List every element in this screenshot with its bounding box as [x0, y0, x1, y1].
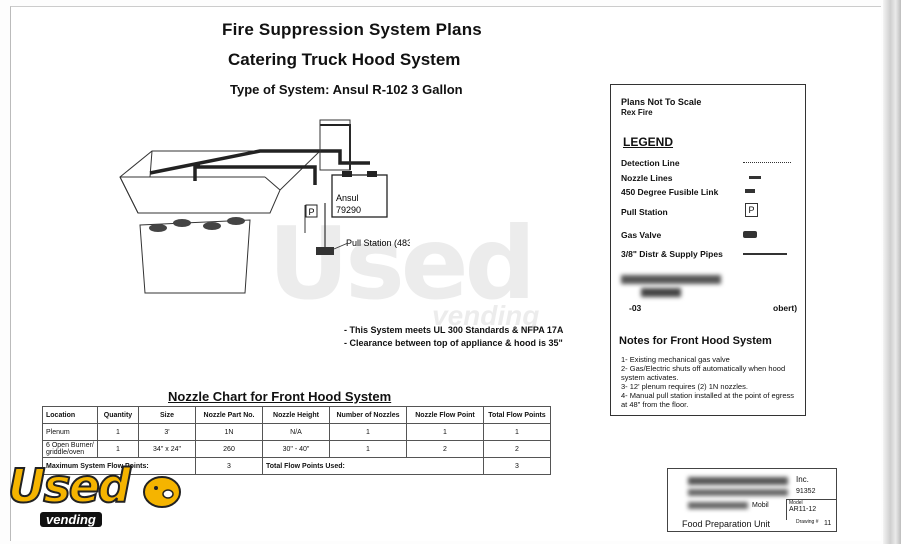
tank-number: 79290	[336, 205, 361, 215]
model-value: AR11-12	[789, 506, 817, 513]
model-cell: Model AR11-12	[786, 499, 837, 520]
gas-valve-icon	[316, 247, 334, 255]
cell: 260	[195, 440, 263, 458]
legend-fusible-link: 450 Degree Fusible Link	[621, 187, 719, 197]
note-item: 2- Gas/Electric shuts off automatically …	[621, 364, 786, 382]
cell: 1	[406, 423, 484, 441]
redacted-company	[688, 477, 788, 485]
col-height: Nozzle Height	[262, 406, 330, 424]
cell: 3'	[138, 423, 196, 441]
standard-note: - This System meets UL 300 Standards & N…	[344, 325, 564, 335]
drawing-label: Drawing #	[796, 519, 819, 525]
table-header-row: Location Quantity Size Nozzle Part No. N…	[42, 406, 551, 424]
tank-label: Ansul	[336, 193, 359, 203]
model-label: Model	[789, 500, 803, 506]
cell: 1N	[195, 423, 263, 441]
col-quantity: Quantity	[97, 406, 139, 424]
cell: N/A	[262, 423, 330, 441]
redacted-line	[688, 502, 748, 509]
pull-station-icon: P	[745, 203, 758, 217]
burner-icon	[203, 222, 221, 230]
note-item: 3- 12' plenum requires (2) 1N nozzles.	[621, 382, 748, 391]
fusible-link-icon	[194, 163, 200, 167]
legend-detection-line: Detection Line	[621, 158, 680, 168]
col-total-flow: Total Flow Points	[483, 406, 551, 424]
redacted-phone: -03	[629, 303, 642, 313]
gas-valve-icon	[743, 231, 757, 238]
note-item: 1- Existing mechanical gas valve	[621, 355, 730, 364]
hood-diagram: Ansul 79290 P Pull Station (4835)	[119, 119, 410, 294]
system-type: Type of System: Ansul R-102 3 Gallon	[230, 82, 463, 97]
cell: 1	[329, 423, 407, 441]
cell: 30" - 40"	[262, 440, 330, 458]
appliance	[139, 219, 251, 294]
cell: 1	[97, 423, 139, 441]
col-num-nozzles: Number of Nozzles	[329, 406, 407, 424]
cell: 2	[406, 440, 484, 458]
burner-icon	[227, 217, 245, 225]
nozzle-chart-table: Location Quantity Size Nozzle Part No. N…	[42, 406, 551, 475]
nozzle-pipe	[193, 165, 317, 185]
drawing-number: 11	[824, 520, 832, 527]
watermark-sub: vending	[432, 300, 540, 331]
unit-name: Food Preparation Unit	[682, 519, 771, 529]
cell: 34" x 24"	[138, 440, 196, 458]
legend-heading: LEGEND	[623, 135, 674, 149]
mobile-label: Mobil	[752, 502, 769, 509]
vending-logo-text: vending	[40, 512, 102, 527]
redacted-address	[688, 489, 788, 496]
notes-list: 1- Existing mechanical gas valve 2- Gas/…	[621, 355, 796, 409]
col-size: Size	[138, 406, 196, 424]
pull-station-icon	[305, 204, 318, 218]
piggy-bank-icon	[143, 476, 181, 508]
ansul-tank	[331, 174, 388, 218]
col-part: Nozzle Part No.	[195, 406, 263, 424]
legend-pull-station: Pull Station	[621, 207, 668, 217]
used-vending-logo: Used	[7, 458, 132, 514]
pipe-icon	[743, 253, 787, 255]
legend-nozzle-lines: Nozzle Lines	[621, 173, 673, 183]
scale-note: Plans Not To Scale	[621, 97, 702, 107]
total-flow-label: Total Flow Points Used:	[262, 457, 484, 475]
legend-gas-valve: Gas Valve	[621, 230, 662, 240]
fusible-link-icon	[745, 189, 755, 193]
notes-title: Notes for Front Hood System	[619, 335, 772, 347]
cell: 6 Open Burner/ griddle/oven	[42, 440, 98, 458]
clearance-note: - Clearance between top of appliance & h…	[344, 338, 563, 348]
svg-text:P: P	[309, 207, 315, 217]
pull-station-callout: Pull Station (4835)	[346, 238, 410, 248]
cell: Plenum	[42, 423, 98, 441]
cell: 1	[329, 440, 407, 458]
page-edge	[883, 0, 901, 544]
company-name: Rex Fire	[621, 108, 653, 117]
note-item: 4- Manual pull station installed at the …	[621, 391, 795, 409]
redacted-address	[621, 275, 721, 284]
table-summary-row: Maximum System Flow Points: 3 Total Flow…	[42, 457, 551, 475]
legend-pipes: 3/8" Distr & Supply Pipes	[621, 249, 723, 259]
nozzle-chart-title: Nozzle Chart for Front Hood System	[168, 389, 392, 404]
nozzle-icon	[749, 176, 761, 179]
legend-panel: Plans Not To Scale Rex Fire LEGEND Detec…	[610, 84, 806, 416]
max-flow-value: 3	[195, 457, 263, 475]
detection-line-icon	[743, 162, 791, 163]
redacted-contact: obert)	[773, 303, 798, 313]
page-subtitle: Catering Truck Hood System	[228, 50, 461, 69]
watermark-logo: Used	[268, 205, 536, 322]
col-flow-point: Nozzle Flow Point	[406, 406, 484, 424]
redacted-address	[641, 288, 681, 297]
burner-icon	[173, 219, 191, 227]
cell: 1	[97, 440, 139, 458]
company-suffix: Inc.	[796, 475, 809, 484]
total-flow-value: 3	[483, 457, 551, 475]
col-location: Location	[42, 406, 98, 424]
table-row: 6 Open Burner/ griddle/oven 1 34" x 24" …	[42, 440, 551, 458]
table-row: Plenum 1 3' 1N N/A 1 1 1	[42, 423, 551, 441]
burner-icon	[149, 224, 167, 232]
cell: 1	[483, 423, 551, 441]
page-title: Fire Suppression System Plans	[222, 20, 482, 39]
cell: 2	[483, 440, 551, 458]
zip-code: 91352	[796, 488, 816, 495]
title-block: Inc. 91352 Mobil Model AR11-12 Food Prep…	[667, 468, 837, 532]
